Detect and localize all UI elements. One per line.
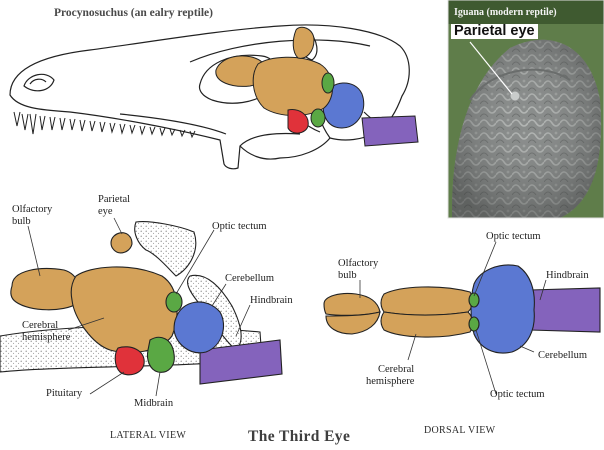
fossil-title: Procynosuchus (an ealry reptile) — [54, 7, 213, 19]
lateral-label-olfactory-2: bulb — [12, 216, 31, 227]
lateral-pituitary — [114, 346, 145, 376]
dorsal-label-optic-tectum-bottom: Optic tectum — [490, 389, 545, 400]
dorsal-cerebellum — [470, 264, 535, 354]
lateral-olfactory — [10, 268, 81, 311]
dorsal-label-optic-tectum-top: Optic tectum — [486, 231, 541, 242]
fossil-cerebellum — [322, 82, 365, 129]
iguana-parietal-spot — [509, 90, 521, 102]
leader-lines — [27, 217, 547, 397]
lateral-label-hindbrain: Hindbrain — [250, 295, 293, 306]
dorsal-view-caption: DORSAL VIEW — [424, 425, 496, 436]
lateral-label-parietal-1: Parietal — [98, 194, 131, 205]
dorsal-label-cerebral-1: Cerebral — [378, 364, 415, 375]
lateral-label-parietal-2: eye — [98, 206, 113, 217]
lateral-label-pituitary: Pituitary — [46, 388, 83, 399]
dorsal-olfactory-bottom — [325, 311, 381, 335]
fossil-brain — [215, 26, 419, 147]
lateral-view-caption: LATERAL VIEW — [110, 430, 187, 441]
iguana-photo — [447, 0, 604, 219]
lateral-cerebellum — [173, 301, 224, 354]
dorsal-cerebrum-top — [380, 286, 474, 316]
lateral-hindbrain — [199, 339, 283, 385]
dorsal-label-cerebellum: Cerebellum — [538, 350, 587, 361]
lateral-label-cerebral-2: hemisphere — [22, 332, 71, 343]
photo-title: Iguana (modern reptile) — [454, 7, 557, 18]
skull-teeth — [13, 111, 196, 139]
main-title: The Third Eye — [248, 428, 351, 445]
lateral-label-optic-tectum: Optic tectum — [212, 221, 267, 232]
dorsal-hindbrain — [529, 287, 601, 333]
dorsal-brain — [323, 264, 601, 354]
fossil-pituitary — [287, 109, 309, 134]
lateral-brain — [0, 221, 283, 385]
dorsal-optic-tectum-top — [468, 292, 480, 308]
fossil-hindbrain — [361, 115, 419, 147]
dorsal-optic-tectum-bottom — [468, 316, 480, 332]
lateral-label-cerebellum: Cerebellum — [225, 273, 274, 284]
dorsal-label-olfactory-1: Olfactory — [338, 258, 379, 269]
fossil-midbrain-green — [310, 108, 326, 128]
fossil-parietal — [292, 26, 315, 59]
dorsal-cerebrum-bottom — [380, 311, 474, 338]
dorsal-label-olfactory-2: bulb — [338, 270, 357, 281]
lateral-label-midbrain: Midbrain — [134, 398, 174, 409]
dorsal-olfactory-top — [323, 292, 381, 316]
dorsal-label-hindbrain: Hindbrain — [546, 270, 589, 281]
lateral-parietal-stalk — [134, 221, 197, 277]
fossil-cerebrum — [252, 56, 333, 116]
lateral-midbrain — [146, 336, 175, 373]
lateral-parietal-eye — [110, 232, 133, 254]
lateral-optic-tectum — [165, 291, 183, 313]
photo-parietal-eye-label: Parietal eye — [451, 23, 538, 40]
lateral-label-cerebral-1: Cerebral — [22, 320, 59, 331]
lateral-label-olfactory-1: Olfactory — [12, 204, 53, 215]
dorsal-label-cerebral-2: hemisphere — [366, 376, 415, 387]
fossil-optic-tectum — [321, 72, 335, 94]
